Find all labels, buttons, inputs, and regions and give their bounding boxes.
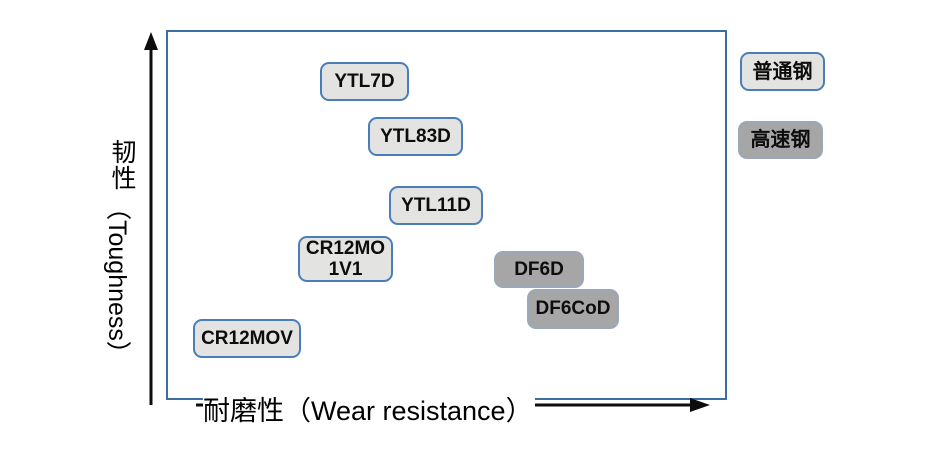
data-node-label: YTL7D (334, 70, 395, 92)
x-axis-title: 耐磨性（Wear resistance） (203, 396, 535, 426)
legend-item-high-speed-steel[interactable]: 高速钢 (738, 121, 823, 159)
y-axis-title-cjk: 韧性 (111, 139, 137, 194)
data-node-cr12mo1v1[interactable]: CR12MO 1V1 (298, 236, 393, 282)
y-axis-arrow-icon (144, 32, 158, 405)
data-node-label: YTL11D (401, 194, 471, 216)
data-node-ytl7d[interactable]: YTL7D (320, 62, 409, 101)
legend-item-ordinary-steel[interactable]: 普通钢 (740, 52, 825, 91)
legend-item-label: 普通钢 (752, 60, 813, 83)
y-axis-title-latin: （Toughness） (103, 194, 131, 366)
y-axis-title: 韧性 （Toughness） (103, 139, 144, 366)
data-node-cr12mov[interactable]: CR12MOV (193, 319, 301, 358)
data-node-ytl11d[interactable]: YTL11D (389, 186, 483, 225)
data-node-df6cod[interactable]: DF6CoD (527, 289, 619, 329)
data-node-label: DF6D (514, 258, 564, 280)
data-node-label: CR12MOV (201, 327, 293, 349)
data-node-ytl83d[interactable]: YTL83D (368, 117, 463, 156)
legend-item-label: 高速钢 (750, 129, 811, 151)
data-node-label: YTL83D (380, 125, 451, 147)
data-node-label: CR12MO 1V1 (305, 237, 386, 280)
data-node-label: DF6CoD (535, 298, 611, 320)
data-node-df6d[interactable]: DF6D (494, 251, 584, 288)
